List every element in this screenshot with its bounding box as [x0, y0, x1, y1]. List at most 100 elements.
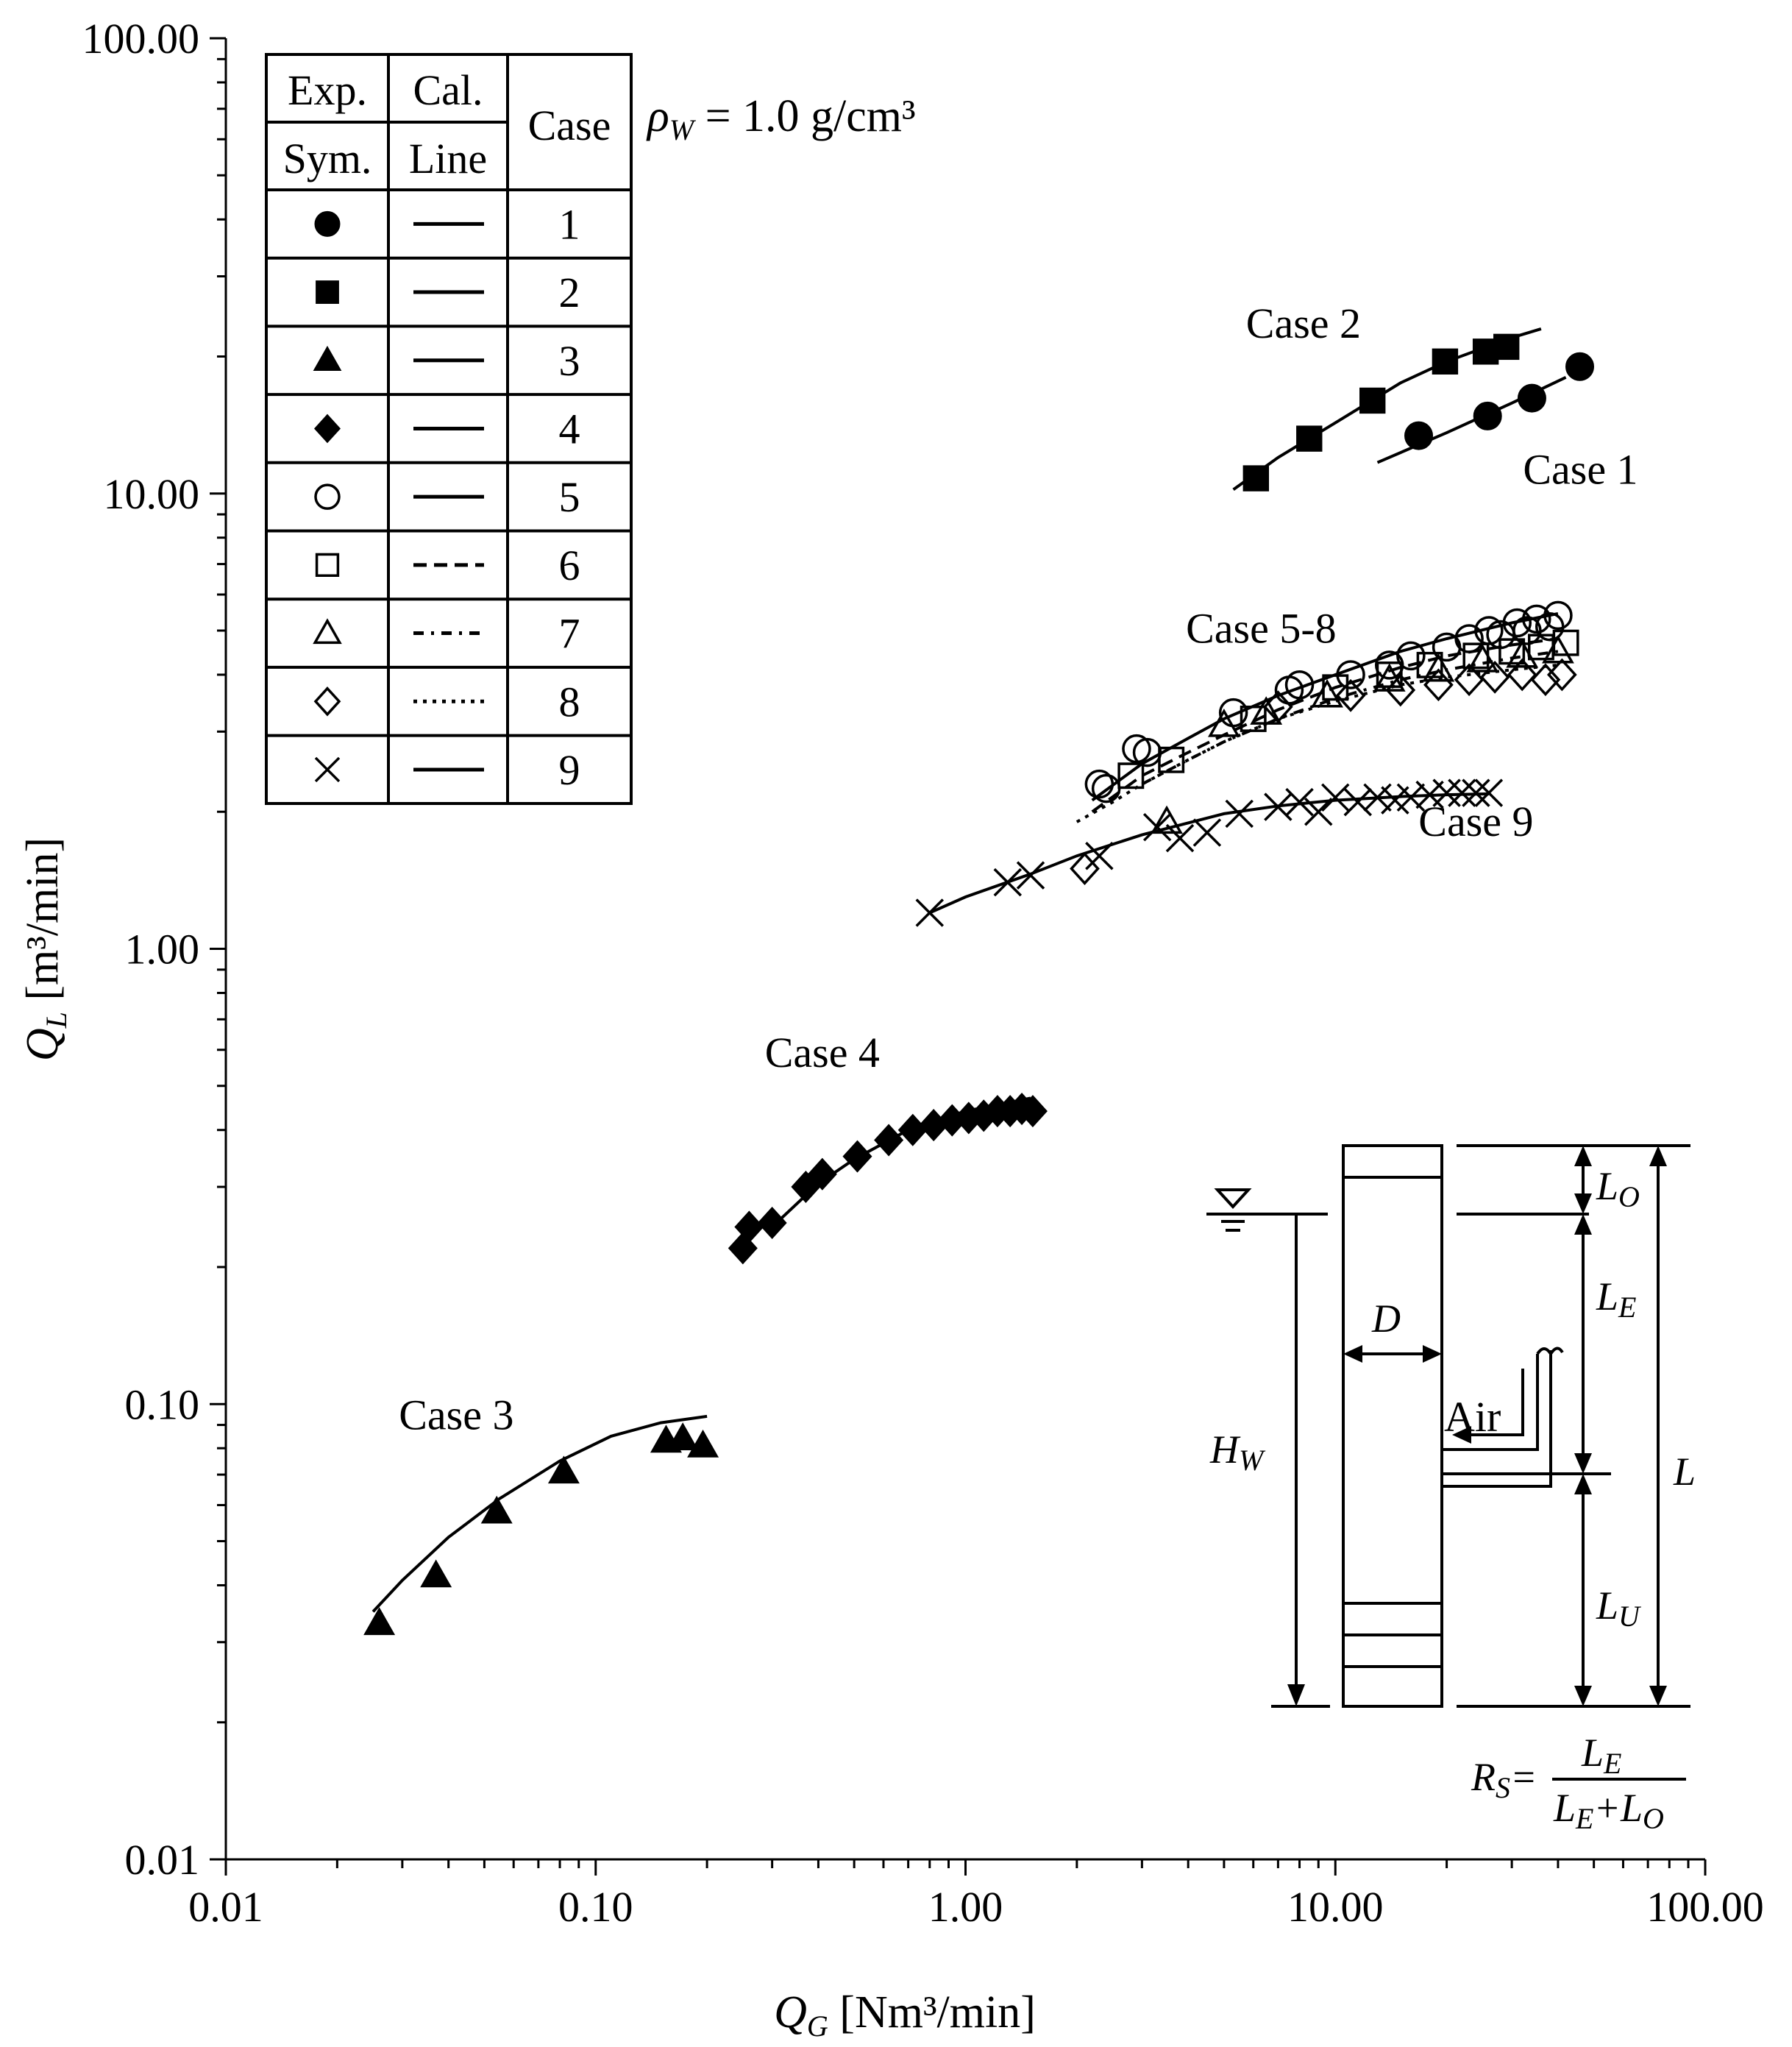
point-case-4 [791, 1171, 821, 1204]
inset-diagram: LO LE LU L HW D Air RS= LE LE+LO [1206, 1144, 1696, 1835]
point-case-5 [1502, 608, 1532, 638]
point-case-4 [897, 1113, 928, 1146]
annotation-label: Case 4 [765, 1029, 880, 1076]
legend-marker-case-4 [313, 414, 341, 444]
point-case-9 [1343, 787, 1373, 817]
point-case-9 [1225, 799, 1254, 829]
legend-case-7: 7 [559, 610, 580, 658]
legend-header-case: Case [528, 102, 611, 149]
point-case-6 [1117, 762, 1145, 790]
y-tick-label: 0.01 [125, 1836, 200, 1884]
point-case-5 [1284, 670, 1315, 700]
point-case-9 [1448, 778, 1476, 807]
x-tick-label: 0.01 [188, 1883, 263, 1931]
point-case-2 [1242, 465, 1270, 492]
y-tick-label: 1.00 [125, 926, 200, 973]
point-case-4 [1017, 1095, 1048, 1128]
point-case-5 [1396, 641, 1426, 671]
point-case-9 [1474, 778, 1504, 807]
point-case-9 [1165, 823, 1195, 853]
legend-marker-case-9 [314, 756, 341, 783]
point-case-2 [1296, 425, 1323, 452]
fit-line-case-3 [371, 1414, 708, 1613]
point-case-9 [1192, 818, 1222, 847]
point-case-2 [1359, 387, 1386, 414]
legend-marker-case-1 [314, 210, 341, 237]
point-case-9 [915, 898, 945, 927]
point-case-9 [1462, 778, 1490, 807]
legend-header-exp: Exp. [288, 66, 367, 114]
point-case-9 [1304, 798, 1333, 826]
y-tick-label: 10.00 [104, 470, 200, 518]
label-lu: LU [1596, 1583, 1642, 1633]
point-case-1 [1404, 421, 1434, 450]
point-case-8 [1530, 663, 1561, 697]
legend-case-5: 5 [559, 473, 580, 521]
point-case-4 [842, 1140, 872, 1173]
point-case-9 [1363, 783, 1392, 812]
label-le: LE [1596, 1274, 1636, 1324]
annotation-label: Case 1 [1523, 446, 1638, 494]
point-case-8 [1546, 658, 1577, 692]
point-case-1 [1565, 352, 1594, 381]
density-note: ρW = 1.0 g/cm³ [646, 91, 916, 146]
point-case-3 [363, 1607, 396, 1636]
legend-marker-case-8 [313, 687, 341, 717]
legend-marker-case-5 [314, 483, 341, 510]
legend-case-9: 9 [559, 746, 580, 794]
air-pipe-inner [1442, 1354, 1539, 1451]
point-case-4 [757, 1206, 787, 1240]
legend-frame [265, 53, 633, 805]
point-case-2 [1493, 333, 1520, 361]
point-case-7 [1422, 653, 1455, 682]
point-case-7 [1311, 678, 1343, 708]
label-lo: LO [1596, 1164, 1640, 1213]
x-axis-title: QG [Nm³/min] [774, 1987, 1036, 2043]
x-tick-label: 100.00 [1646, 1883, 1764, 1931]
point-case-9 [1285, 787, 1314, 817]
point-case-9 [993, 868, 1023, 897]
label-air: Air [1444, 1393, 1501, 1441]
fit-lines [371, 327, 1567, 1613]
legend-case-4: 4 [559, 405, 580, 453]
point-case-8 [1479, 660, 1510, 694]
point-case-7 [1542, 634, 1574, 664]
point-case-2 [1432, 348, 1459, 375]
point-case-3 [547, 1455, 580, 1484]
legend-header-line: Line [409, 135, 487, 182]
point-case-3 [420, 1559, 452, 1588]
point-case-9 [1432, 778, 1461, 807]
annotation-label: Case 9 [1418, 798, 1533, 845]
legend-case-2: 2 [559, 269, 580, 316]
point-case-8 [1507, 658, 1537, 692]
legend-marker-case-6 [315, 553, 340, 578]
annotation-label: Case 2 [1246, 299, 1361, 347]
point-case-9 [1016, 861, 1045, 890]
riser-pipe [1342, 1144, 1443, 1708]
point-case-9 [1321, 783, 1350, 812]
annotation-label: Case 3 [399, 1391, 513, 1439]
point-case-3 [480, 1495, 513, 1524]
point-case-7 [1466, 644, 1499, 673]
point-case-8 [1454, 663, 1485, 697]
water-level-icon [1214, 1188, 1252, 1209]
point-case-7 [1208, 709, 1240, 737]
point-case-7 [1506, 639, 1539, 668]
legend-header-sym: Sym. [283, 135, 372, 182]
legend-marker-case-2 [316, 280, 339, 304]
point-case-6 [1416, 651, 1443, 678]
x-tick-label: 1.00 [928, 1883, 1003, 1931]
point-case-5 [1543, 600, 1573, 631]
formula-numerator: LE [1581, 1731, 1621, 1780]
point-case-6 [1240, 705, 1267, 732]
legend-header-cal: Cal. [413, 66, 483, 114]
formula-lhs: RS= [1471, 1755, 1537, 1804]
point-case-9 [1142, 812, 1172, 842]
point-case-3 [687, 1429, 719, 1458]
point-case-4 [807, 1157, 837, 1191]
y-tick-label: 0.10 [125, 1380, 200, 1428]
data-points [363, 333, 1594, 1636]
